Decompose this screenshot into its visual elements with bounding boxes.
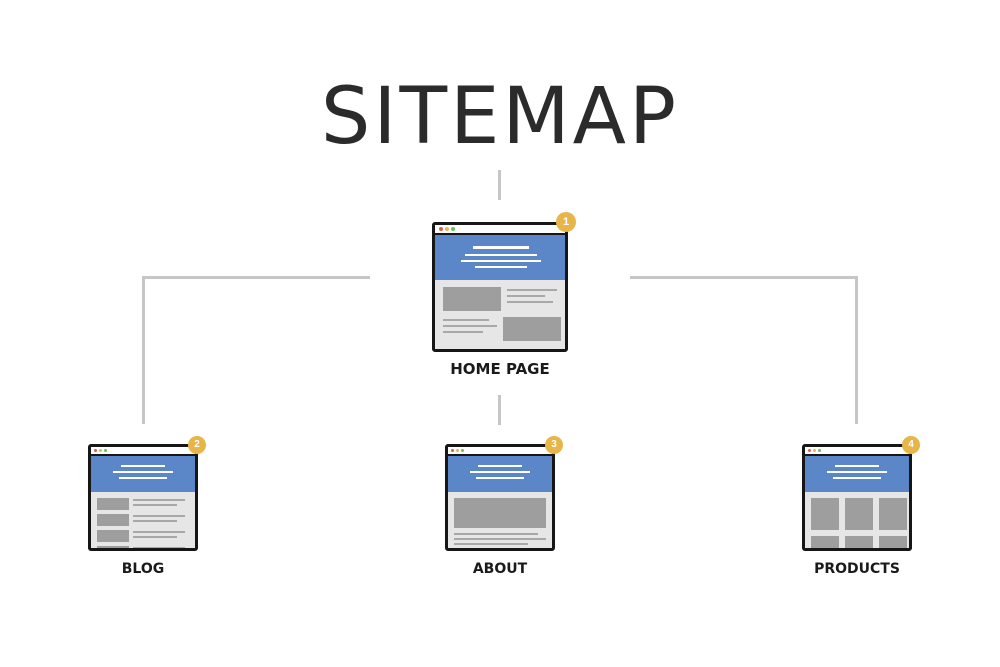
page-number-badge: 4 xyxy=(902,436,920,454)
connector-right-horizontal xyxy=(630,276,858,279)
connector-right-vertical xyxy=(855,276,858,424)
browser-window-icon xyxy=(88,444,198,551)
browser-window-icon xyxy=(802,444,912,551)
page-number-badge: 2 xyxy=(188,436,206,454)
browser-window-icon xyxy=(432,222,568,352)
connector-home-about xyxy=(498,395,501,425)
sitemap-node-home: 1 HOME PAGE xyxy=(432,212,578,382)
page-label: PRODUCTS xyxy=(814,561,900,577)
connector-title-home xyxy=(498,170,501,200)
connector-left-horizontal xyxy=(142,276,370,279)
page-label: HOME PAGE xyxy=(450,360,550,378)
sitemap-node-products: 4 PRODUCTS xyxy=(802,436,922,586)
page-number-badge: 3 xyxy=(545,436,563,454)
page-label: ABOUT xyxy=(472,561,528,577)
sitemap-node-blog: 2 BLOG xyxy=(88,436,208,586)
connector-left-vertical xyxy=(142,276,145,424)
sitemap-node-about: 3 ABOUT xyxy=(445,436,565,586)
page-label: BLOG xyxy=(121,561,165,577)
page-number-badge: 1 xyxy=(556,212,576,232)
diagram-title: SITEMAP xyxy=(320,72,680,162)
browser-window-icon xyxy=(445,444,555,551)
